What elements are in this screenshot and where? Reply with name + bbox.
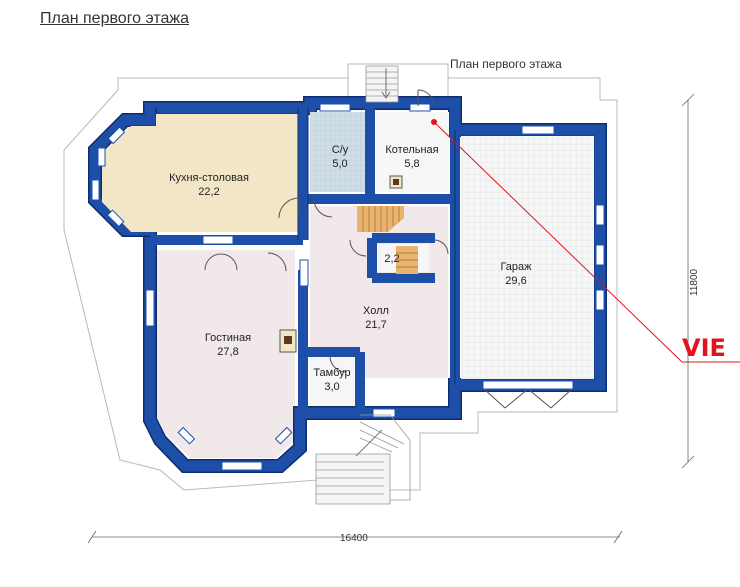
window [221,461,263,471]
window [595,244,605,266]
window [595,289,605,311]
garage-area: 29,6 [505,275,526,287]
storage-area: 2,2 [384,253,399,265]
height-dimension [681,93,695,469]
wc-area: 5,0 [332,158,347,170]
stairs [315,65,418,505]
window [106,209,125,228]
vestibule-name: Тамбур [313,367,350,379]
hall-name: Холл [363,305,389,317]
window [202,235,234,245]
living-room [157,250,295,458]
vestibule-area: 3,0 [324,381,339,393]
exterior-walls [88,96,607,473]
fireplace-icon [279,329,297,353]
room-labels: Кухня-столовая 22,2 С/у 5,0 Котельная 5,… [169,144,532,393]
garage-name: Гараж [500,261,532,273]
window [177,426,196,445]
plan-caption: План первого этажа [450,57,562,71]
living-area: 27,8 [217,346,238,358]
window [409,103,431,112]
width-dimension-value: 16400 [340,533,368,544]
hall-area: 21,7 [365,319,386,331]
window [595,204,605,226]
window [319,103,351,112]
garage-room [461,136,594,379]
boiler-room [373,112,449,192]
kitchen-room [102,114,298,232]
window [521,125,555,135]
wc-room [310,112,367,192]
room-fills [102,112,594,458]
boiler-icon [389,175,403,189]
vestibule-room [310,356,356,406]
window [107,126,126,145]
width-dimension [87,530,623,544]
window [372,408,396,418]
garage-door [482,380,574,409]
kitchen-name: Кухня-столовая [169,172,249,184]
window [91,179,100,201]
pointer-dot [431,119,437,125]
brand-logo: VIE [682,334,726,362]
kitchen-area: 22,2 [198,186,219,198]
window [145,289,155,327]
windows [91,103,605,471]
pointer-line [433,121,740,363]
wc-name: С/у [332,144,349,156]
boiler-area: 5,8 [404,158,419,170]
doors [204,89,449,373]
page-title: План первого этажа [40,10,189,27]
boiler-name: Котельная [385,144,438,156]
interior-walls-edge [297,108,456,385]
window [299,259,309,287]
living-name: Гостиная [205,332,251,344]
window [97,147,106,167]
window [274,426,293,445]
height-dimension-value: 11800 [689,268,700,296]
